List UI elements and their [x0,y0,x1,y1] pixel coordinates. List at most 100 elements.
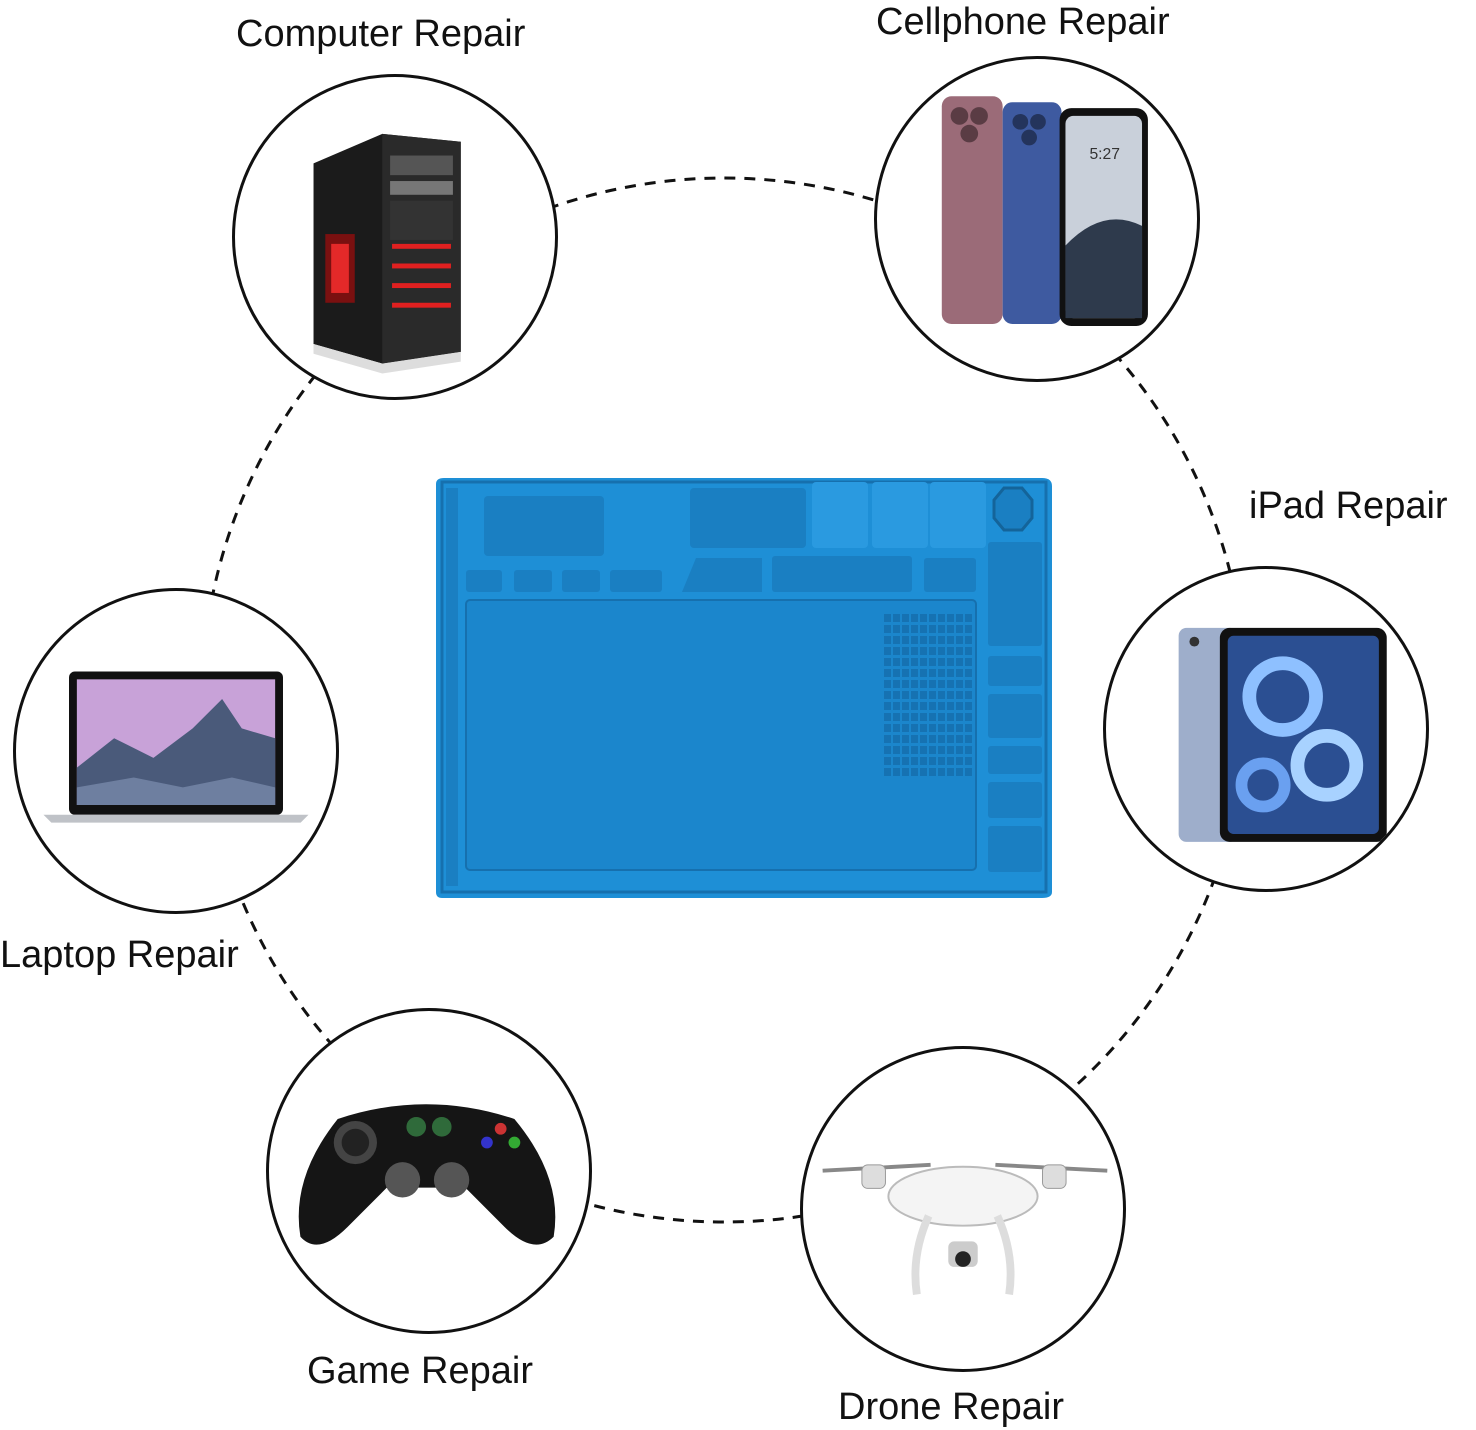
screw-cell [965,680,972,688]
screw-cell [956,636,963,644]
screw-cell [938,746,945,754]
screw-cell [947,768,954,776]
screw-cell [938,757,945,765]
screw-cell [956,724,963,732]
screw-cell [947,680,954,688]
screw-cell [893,768,900,776]
svg-text:5:27: 5:27 [1089,146,1120,163]
screw-cell [893,636,900,644]
screw-cell [911,691,918,699]
ipad-bubble [1103,566,1429,892]
screw-cell [947,669,954,677]
tablet-icon [1178,627,1387,842]
screw-cell [884,713,891,721]
screw-cell [929,713,936,721]
screw-cell [920,625,927,633]
screw-cell [893,680,900,688]
screw-cell [920,757,927,765]
screw-cell [920,702,927,710]
screw-cell [938,768,945,776]
screw-cell [902,735,909,743]
screw-cell [947,724,954,732]
laptop-repair-label: Laptop Repair [0,934,239,976]
screw-cell [902,768,909,776]
laptop-bubble [13,588,339,914]
screw-cell [929,647,936,655]
screw-cell [947,636,954,644]
screw-cell [956,647,963,655]
screw-cell [884,724,891,732]
screw-cell [884,691,891,699]
screw-cell [911,713,918,721]
screw-cell [938,724,945,732]
screw-cell [947,658,954,666]
screw-cell [956,658,963,666]
screw-cell [965,757,972,765]
screw-cell [956,746,963,754]
screw-cell [965,669,972,677]
screw-cell [902,647,909,655]
screw-cell [938,680,945,688]
screw-cell [965,735,972,743]
screw-cell [956,625,963,633]
screw-cell [902,680,909,688]
screw-cell [902,669,909,677]
screw-cell [902,713,909,721]
screw-cell [956,735,963,743]
screw-cell [911,669,918,677]
screw-cell [929,746,936,754]
screw-cell [902,658,909,666]
screw-cell [884,647,891,655]
screw-cell [893,735,900,743]
screw-cell [929,625,936,633]
screw-cell [893,702,900,710]
screw-cell [884,746,891,754]
screw-cell [929,669,936,677]
screw-cell [920,669,927,677]
screw-cell [920,614,927,622]
screw-cell [938,713,945,721]
screw-cell [938,625,945,633]
screw-cell [893,647,900,655]
screw-cell [956,669,963,677]
screw-cell [893,658,900,666]
screw-cell [884,768,891,776]
screw-cell [929,691,936,699]
screw-cell [920,691,927,699]
cellphone-repair-label: Cellphone Repair [876,1,1170,43]
pc-tower-icon [313,133,461,374]
gamepad-icon [298,1104,556,1245]
drone-repair-label: Drone Repair [838,1386,1064,1428]
screw-cell [893,713,900,721]
laptop-icon [43,671,309,823]
screw-cell [965,713,972,721]
screw-cell [893,724,900,732]
silicone-repair-mat [436,478,1052,898]
computer-bubble [232,74,558,400]
screw-cell [947,614,954,622]
screw-cell [911,757,918,765]
screw-cell [884,658,891,666]
screw-cell [965,724,972,732]
screw-cell [965,625,972,633]
screw-cell [929,658,936,666]
screw-cell [884,669,891,677]
screw-cell [920,724,927,732]
screw-cell [911,680,918,688]
screw-cell [902,625,909,633]
screw-cell [911,625,918,633]
screw-cell [920,647,927,655]
screw-cell [884,625,891,633]
screw-cell [965,658,972,666]
screw-cell [938,702,945,710]
screw-cell [929,614,936,622]
computer-repair-label: Computer Repair [236,13,526,55]
screw-cell [956,680,963,688]
screw-cell [893,746,900,754]
screw-cell [929,735,936,743]
screw-cell [947,713,954,721]
screw-cell [893,614,900,622]
screw-cell [929,702,936,710]
screw-cell [938,658,945,666]
screw-cell [929,724,936,732]
